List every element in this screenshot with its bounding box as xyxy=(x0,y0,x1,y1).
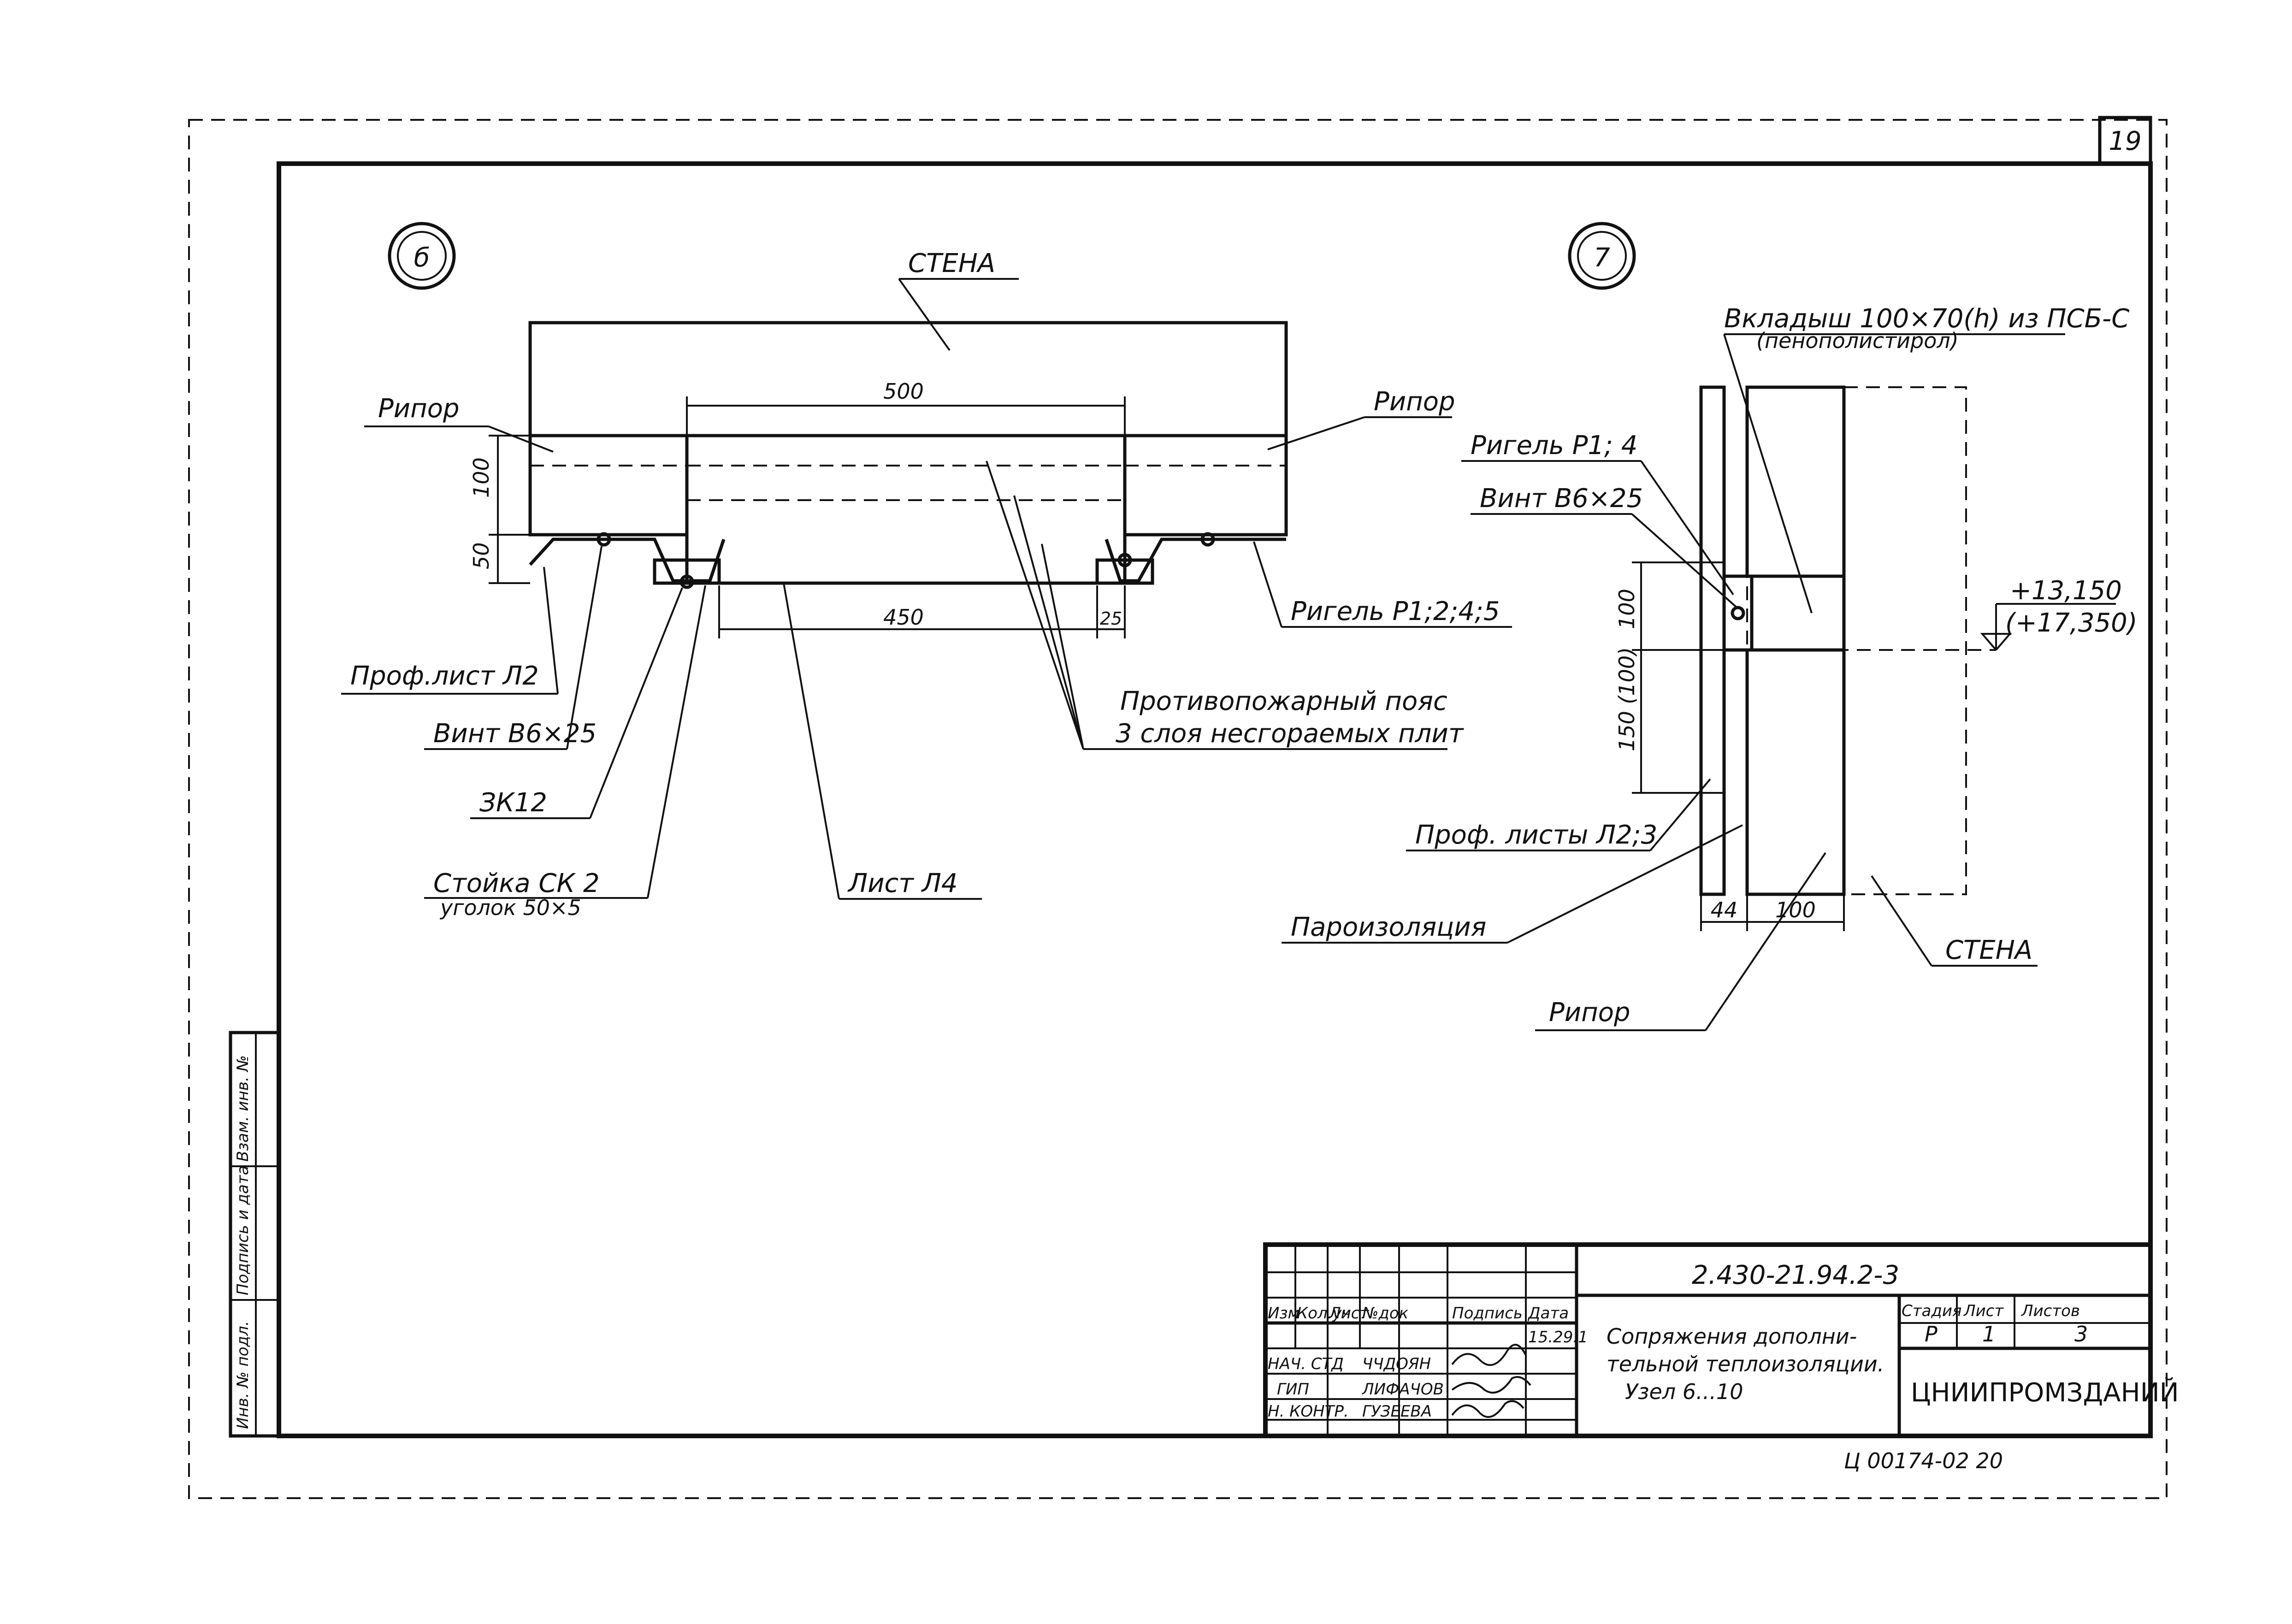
footer-code: Ц 00174-02 20 xyxy=(1844,1448,2003,1473)
tb-title-3: Узел 6...10 xyxy=(1625,1379,1743,1404)
node-6-dim-100: 100 xyxy=(469,457,494,498)
node-7-ripor-label: Рипор xyxy=(1549,998,1630,1028)
tb-signature-0 xyxy=(1451,1344,1527,1366)
side-stamp: Взам. инв. № Подпись и дата Инв. № подл. xyxy=(229,1031,281,1438)
tb-title-1: Сопряжения дополни- xyxy=(1607,1324,1857,1349)
node-7-wall-label: СТЕНА xyxy=(1945,935,2032,965)
node-6-fire-belt-label-2: 3 слоя несгораемых плит xyxy=(1116,719,1464,749)
node-7-vint-label: Винт В6×25 xyxy=(1480,484,1643,514)
tb-role-1: ГИП xyxy=(1277,1380,1309,1399)
node-7: 7 100 150 (100) 44 100 +13,150 (+17,350) xyxy=(1282,222,2138,1031)
tb-header-ndok: №док xyxy=(1361,1304,1409,1323)
tb-signature-2 xyxy=(1451,1400,1524,1418)
node-7-wall xyxy=(1843,386,1967,895)
sheet-number-box xyxy=(2098,116,2152,165)
node-6-ripor-left xyxy=(528,434,689,537)
side-stamp-col3: Взам. инв. № xyxy=(234,1055,252,1162)
node-7-ripor-bottom xyxy=(1745,648,1846,896)
tb-sheets-label: Листов xyxy=(2020,1302,2080,1320)
node-7-paroizolyaciya-label: Пароизоляция xyxy=(1291,912,1486,942)
tb-signature-1 xyxy=(1451,1376,1531,1394)
node-6-fire-belt xyxy=(685,434,1127,585)
node-7-insert-label-1: Вкладыш 100×70(h) из ПСБ-С xyxy=(1724,304,2129,334)
node-6-marker-circle xyxy=(388,222,456,290)
inner-frame xyxy=(277,161,2153,1438)
node-7-ripor-top xyxy=(1745,385,1846,578)
side-stamp-col2: Подпись и дата xyxy=(234,1165,252,1295)
node-7-dim-100-v: 100 xyxy=(1614,589,1639,629)
tb-date: 15.29.1 xyxy=(1528,1328,1588,1346)
node-6: б СТЕНА 500 100 50 xyxy=(341,222,1512,920)
node-6-ripor-left-label: Рипор xyxy=(378,394,460,424)
tb-header-izm: Изм xyxy=(1268,1304,1300,1323)
node-7-insert xyxy=(1750,574,1846,652)
node-6-post-right xyxy=(1095,558,1154,585)
tb-role-2: Н. КОНТР. xyxy=(1268,1402,1349,1421)
tb-header-data: Дата xyxy=(1527,1304,1569,1323)
tb-title-2: тельной теплоизоляции. xyxy=(1607,1352,1884,1376)
node-6-dim-450: 450 xyxy=(883,605,924,630)
node-6-prof-list-label: Проф.лист Л2 xyxy=(350,661,539,691)
node-7-profile-sheet xyxy=(1699,385,1726,896)
node-6-ugolok-label: уголок 50×5 xyxy=(439,895,581,920)
node-6-dim-50: 50 xyxy=(469,542,494,569)
tb-role-0: НАЧ. СТД xyxy=(1268,1355,1344,1373)
node-6-zk12-label: ЗК12 xyxy=(479,788,547,818)
node-7-insert-label-2: (пенополистирол) xyxy=(1756,328,1959,353)
tb-stage-label: Стадия xyxy=(1902,1302,1961,1320)
node-7-elev-1: +13,150 xyxy=(2010,576,2122,606)
node-7-dim-150: 150 (100) xyxy=(1614,647,1639,751)
node-7-prof-listy-label: Проф. листы Л2;3 xyxy=(1415,820,1657,850)
title-block: Изм Кол.уч Лист №док Подпись Дата 15.29.… xyxy=(1263,1242,2179,1438)
tb-stage: Р xyxy=(1925,1322,1938,1346)
sheet-number: 19 xyxy=(2109,126,2141,156)
node-6-ripor-right xyxy=(1123,434,1288,537)
tb-header-podpis: Подпись xyxy=(1452,1304,1523,1323)
tb-name-0: ЧЧДОЯН xyxy=(1362,1355,1431,1373)
tb-sheet-label: Лист xyxy=(1963,1302,2004,1320)
tb-sheet: 1 xyxy=(1982,1322,1996,1346)
node-6-dim-500: 500 xyxy=(883,379,924,404)
node-6-ripor-right-label: Рипор xyxy=(1374,387,1455,417)
node-6-rigel-label: Ригель Р1;2;4;5 xyxy=(1291,596,1500,626)
node-6-dim-25: 25 xyxy=(1100,608,1122,629)
node-6-list-l4-label: Лист Л4 xyxy=(847,868,957,898)
tb-name-1: ЛИФАЧОВ xyxy=(1361,1380,1444,1399)
side-stamp-col1: Инв. № подл. xyxy=(234,1321,252,1429)
node-6-wall-label: СТЕНА xyxy=(908,248,995,278)
tb-name-2: ГУЗЕЕВА xyxy=(1362,1402,1432,1421)
tb-header-list: Лист xyxy=(1328,1304,1369,1323)
node-6-fire-belt-label-1: Противопожарный пояс xyxy=(1120,686,1447,716)
node-7-marker: 7 xyxy=(1594,243,1610,273)
outer-frame xyxy=(188,119,2168,1499)
node-7-rigel-label: Ригель Р1; 4 xyxy=(1471,431,1637,461)
node-7-marker-circle xyxy=(1568,222,1636,290)
node-6-stoyka-label: Стойка СК 2 xyxy=(433,868,600,898)
tb-sheets: 3 xyxy=(2074,1322,2088,1346)
tb-header-kolich: Кол.уч xyxy=(1297,1304,1351,1323)
tb-org: ЦНИИПРОМЗДАНИЙ xyxy=(1911,1377,2179,1408)
tb-doc-code: 2.430-21.94.2-3 xyxy=(1692,1260,1899,1290)
node-7-elev-2: (+17,350) xyxy=(2005,608,2138,638)
node-7-dim-44: 44 xyxy=(1711,898,1738,922)
node-6-post-left xyxy=(653,558,721,585)
node-6-marker: б xyxy=(414,243,430,273)
